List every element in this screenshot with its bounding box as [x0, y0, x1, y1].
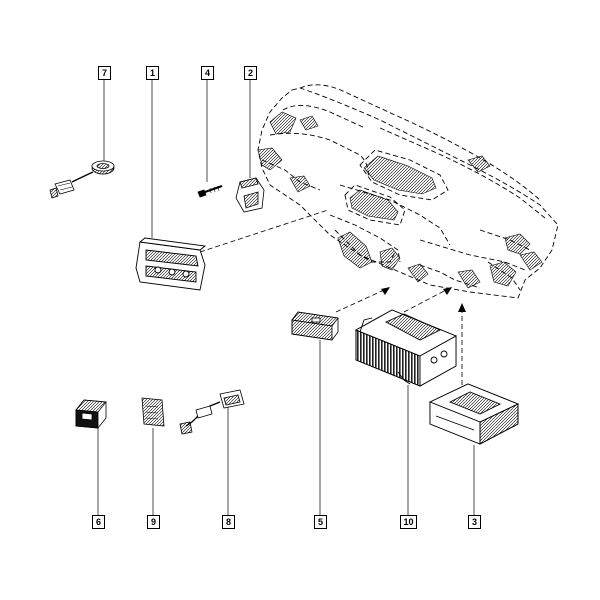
dashboard-details: [257, 111, 543, 289]
part-3-drawer: [428, 383, 520, 445]
callout-7: 7: [98, 66, 111, 80]
part-9-label: [141, 397, 165, 427]
part-5-module: [291, 311, 339, 341]
leader-lines: [97, 78, 475, 515]
assembly-arrows: [199, 209, 463, 385]
callout-5: 5: [314, 515, 327, 529]
callout-4: 4: [201, 66, 214, 80]
part-7-sensor: [49, 160, 115, 199]
dashboard-outline: [257, 84, 559, 299]
callout-1: 1: [146, 66, 159, 80]
part-10-radio: [354, 309, 458, 387]
callout-3: 3: [468, 515, 481, 529]
part-6-switch: [75, 399, 107, 429]
part-2-clip: [235, 177, 265, 213]
part-8-harness: [179, 389, 245, 435]
arrow-heads: [381, 287, 466, 312]
callout-2: 2: [244, 66, 257, 80]
callout-10: 10: [400, 515, 417, 529]
callout-6: 6: [92, 515, 105, 529]
part-1-control-panel: [135, 237, 207, 291]
callout-9: 9: [147, 515, 160, 529]
part-4-screw: [197, 185, 223, 198]
callout-8: 8: [222, 515, 235, 529]
